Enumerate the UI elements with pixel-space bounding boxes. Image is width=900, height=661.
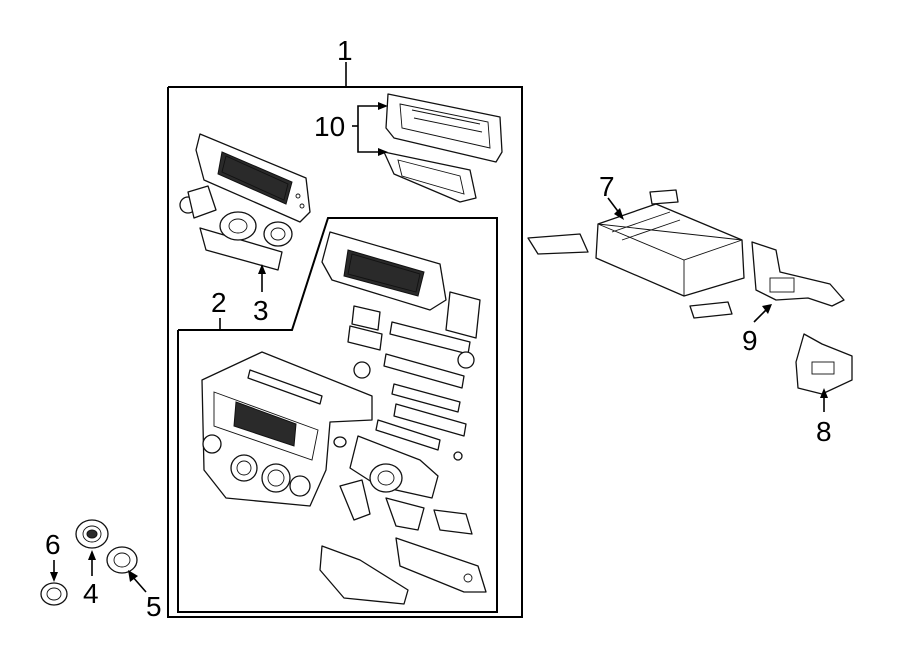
callout-9: 9 [742, 325, 758, 356]
leader-lines [50, 102, 828, 593]
control-panel-part-3[interactable] [179, 133, 311, 271]
callout-10: 10 [314, 111, 345, 142]
small-buttons [333, 291, 481, 448]
callout-5: 5 [146, 591, 162, 622]
callout-2: 2 [211, 287, 227, 318]
callout-6: 6 [45, 529, 61, 560]
button-strips [375, 321, 471, 451]
knob-part-5[interactable] [106, 546, 138, 574]
faceplate-part-2[interactable] [201, 351, 373, 507]
bracket-part-8[interactable] [795, 333, 853, 395]
knob-part-4[interactable] [75, 519, 109, 549]
receiver-unit-part-7[interactable] [527, 189, 745, 319]
climate-control-unit [339, 435, 473, 535]
callout-3: 3 [253, 295, 269, 326]
trim-pieces [319, 537, 487, 605]
callout-1: 1 [337, 35, 353, 66]
callout-8: 8 [816, 416, 832, 447]
assembly-outline-1 [167, 62, 523, 618]
display-bezel-part-10[interactable] [383, 93, 503, 203]
display-housing [321, 231, 447, 311]
assembly-outline-2 [177, 217, 498, 613]
bracket-part-9[interactable] [751, 241, 845, 307]
knob-part-6[interactable] [40, 582, 68, 606]
callout-4: 4 [83, 578, 99, 609]
callout-7: 7 [599, 171, 615, 202]
